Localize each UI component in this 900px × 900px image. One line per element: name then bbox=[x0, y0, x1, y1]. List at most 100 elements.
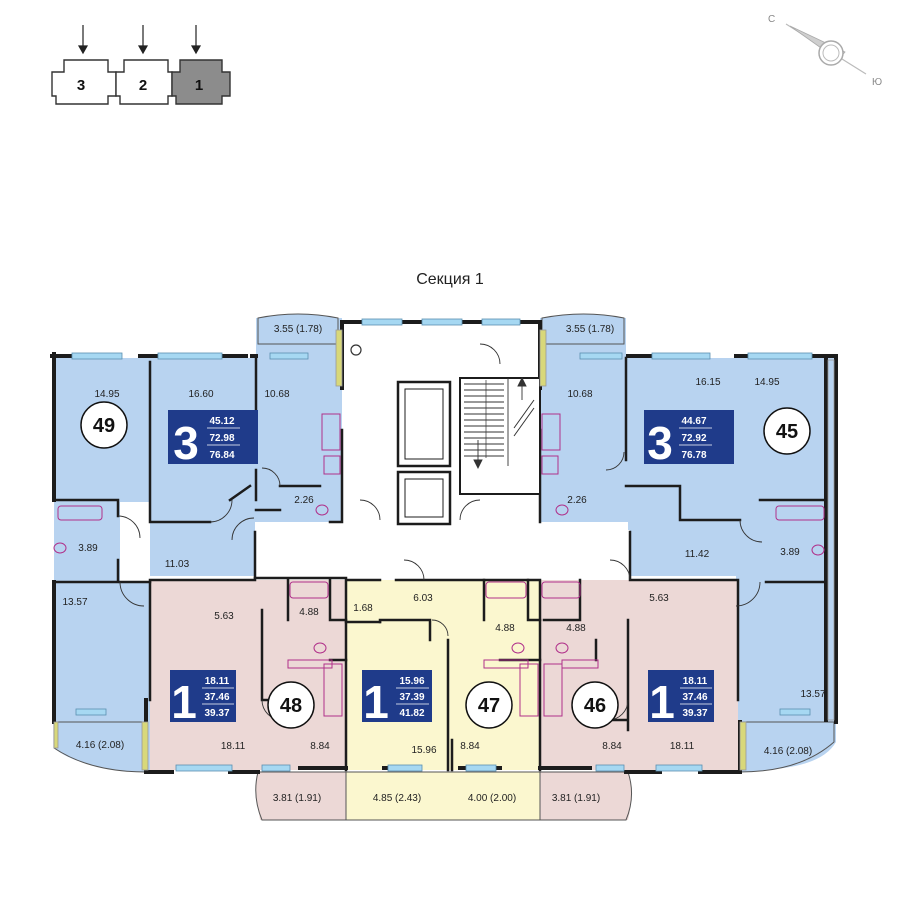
room-label: 10.68 bbox=[264, 389, 289, 400]
room-label: 8.84 bbox=[602, 741, 622, 752]
bathtub-right bbox=[775, 505, 825, 521]
apt-47-number-circle[interactable] bbox=[465, 681, 513, 729]
kitchen-48 bbox=[323, 663, 343, 717]
badge-apt-48-rooms: 1 bbox=[171, 676, 197, 728]
badge-3room-left[interactable] bbox=[168, 410, 258, 464]
badge-3room-left-rooms: 3 bbox=[173, 417, 199, 469]
bath-47 bbox=[485, 581, 527, 599]
toilet-right bbox=[811, 544, 825, 556]
apt-3room-right-fill[interactable] bbox=[540, 318, 736, 576]
fixtures bbox=[53, 413, 825, 717]
apt-48-number-circle[interactable] bbox=[267, 681, 315, 729]
badge-apt-47-rooms: 1 bbox=[363, 676, 389, 728]
toilet-left bbox=[53, 542, 67, 554]
badge-apt-47-area-3: 41.82 bbox=[399, 708, 424, 719]
apt-46-number-circle[interactable] bbox=[571, 681, 619, 729]
room-label: 4.16 (2.08) bbox=[764, 746, 812, 757]
badge-apt-48[interactable] bbox=[170, 670, 236, 722]
badge-apt-48-area-1: 18.11 bbox=[205, 676, 230, 687]
room-label: 18.11 bbox=[221, 741, 246, 752]
sink-left bbox=[323, 455, 341, 475]
room-label: 2.26 bbox=[294, 495, 314, 506]
room-label: 4.88 bbox=[495, 623, 515, 634]
badge-3room-left-area-1: 45.12 bbox=[209, 416, 234, 427]
doors bbox=[117, 343, 763, 721]
badge-apt-47-area-2: 37.39 bbox=[399, 692, 424, 703]
balcony-bottom-48 bbox=[255, 771, 347, 821]
apt-49-number: 49 bbox=[93, 415, 115, 437]
room-label: 15.96 bbox=[411, 745, 436, 756]
compass-north-label: С bbox=[768, 14, 775, 25]
room-label: 11.42 bbox=[685, 549, 710, 560]
toilet-47 bbox=[511, 642, 525, 654]
room-label: 10.68 bbox=[567, 389, 592, 400]
apartment-numbers: 49 45 48 47 46 bbox=[80, 401, 811, 729]
room-label: 3.55 (1.78) bbox=[274, 324, 322, 335]
section-title: Секция 1 bbox=[416, 271, 484, 288]
key-plan: 3 2 1 bbox=[51, 25, 231, 105]
room-label: 8.84 bbox=[460, 741, 480, 752]
apt-47-number: 47 bbox=[478, 695, 500, 717]
bath-46 bbox=[541, 581, 581, 599]
apt-45-number-circle[interactable] bbox=[763, 407, 811, 455]
room-label: 4.00 (2.00) bbox=[468, 793, 516, 804]
room-label: 3.89 bbox=[780, 547, 800, 558]
room-label: 8.84 bbox=[310, 741, 330, 752]
staircase bbox=[464, 376, 535, 470]
room-label: 3.89 bbox=[78, 543, 98, 554]
badge-apt-46-rooms: 1 bbox=[649, 676, 675, 728]
badge-apt-46-area-2: 37.46 bbox=[682, 692, 707, 703]
apt-45-number: 45 bbox=[776, 421, 798, 443]
room-label: 3.55 (1.78) bbox=[566, 324, 614, 335]
badge-3room-right[interactable] bbox=[644, 410, 734, 464]
toilet-left-3room bbox=[315, 504, 329, 516]
balcony-bottom-47 bbox=[345, 771, 541, 821]
kitchen-row-47 bbox=[483, 659, 529, 669]
badge-apt-47[interactable] bbox=[362, 670, 432, 722]
room-label: 6.03 bbox=[413, 593, 433, 604]
room-count-badges: 3 45.12 72.98 76.84 3 44.67 72.92 76.78 … bbox=[168, 410, 734, 728]
apt-46-number: 46 bbox=[584, 695, 606, 717]
badge-3room-right-area-3: 76.78 bbox=[681, 450, 706, 461]
badge-3room-right-area-2: 72.92 bbox=[681, 433, 706, 444]
key-label-1: 1 bbox=[195, 77, 203, 94]
toilet-right-3room bbox=[555, 504, 569, 516]
sink-right bbox=[541, 455, 559, 475]
key-label-3: 3 bbox=[77, 77, 85, 94]
badge-3room-left-area-3: 76.84 bbox=[209, 450, 234, 461]
kitchen-row-46 bbox=[561, 659, 599, 669]
room-label: 4.85 (2.43) bbox=[373, 793, 421, 804]
room-label: 13.57 bbox=[800, 689, 825, 700]
room-label: 4.88 bbox=[566, 623, 586, 634]
kitchen-46 bbox=[543, 663, 563, 717]
badge-apt-46-area-3: 39.37 bbox=[682, 708, 707, 719]
apt-49-number-circle[interactable] bbox=[80, 401, 128, 449]
balcony-bottom-right bbox=[739, 721, 835, 773]
room-label: 1.68 bbox=[353, 603, 373, 614]
apt-45-fill[interactable] bbox=[736, 358, 836, 770]
corridor-fill bbox=[255, 530, 630, 576]
badge-3room-left-area-2: 72.98 bbox=[209, 433, 234, 444]
key-arrows bbox=[77, 25, 202, 55]
room-label: 4.16 (2.08) bbox=[76, 740, 124, 751]
room-label: 5.63 bbox=[214, 611, 234, 622]
room-label: 16.15 bbox=[695, 377, 720, 388]
key-label-2: 2 bbox=[139, 77, 147, 94]
kitchen-row-48 bbox=[287, 659, 333, 669]
room-label: 3.81 (1.91) bbox=[552, 793, 600, 804]
stove-right-3room bbox=[541, 413, 561, 451]
stove-left-3room bbox=[321, 413, 341, 451]
room-label: 14.95 bbox=[754, 377, 779, 388]
windows bbox=[53, 318, 835, 772]
balcony-top-right bbox=[541, 313, 625, 345]
badge-apt-46[interactable] bbox=[648, 670, 714, 722]
badge-apt-47-area-1: 15.96 bbox=[399, 676, 424, 687]
kitchen-47 bbox=[519, 663, 539, 717]
key-section-1[interactable] bbox=[171, 59, 231, 105]
badge-3room-right-area-1: 44.67 bbox=[681, 416, 706, 427]
compass-south-label: Ю bbox=[872, 77, 882, 88]
room-label: 11.03 bbox=[165, 559, 190, 570]
badge-3room-right-rooms: 3 bbox=[647, 417, 673, 469]
